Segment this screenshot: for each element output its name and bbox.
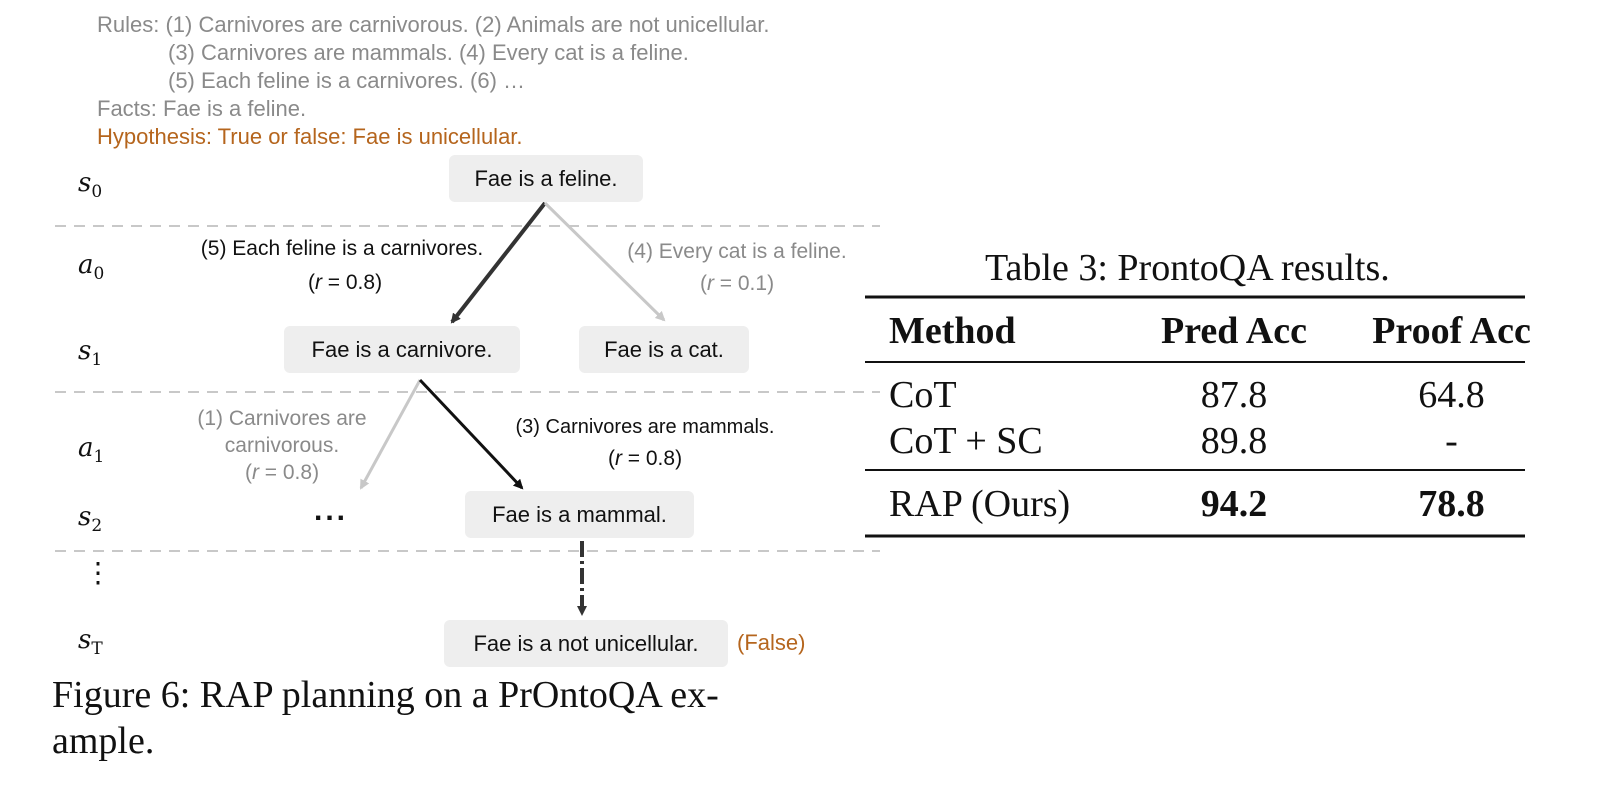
figure-caption: Figure 6: RAP planning on a PrOntoQA ex-… bbox=[52, 674, 719, 762]
cell-method: CoT bbox=[889, 374, 957, 416]
final-result-label: (False) bbox=[737, 630, 806, 655]
action-a1-rejected: (1) Carnivores are carnivorous. (r = 0.8… bbox=[197, 407, 367, 484]
row-label-a0: a0 bbox=[78, 250, 105, 285]
node-sT-final: Fae is a not unicellular. bbox=[444, 620, 728, 667]
row-label-a1: a1 bbox=[78, 433, 105, 468]
header-pred-acc: Pred Acc bbox=[1161, 310, 1307, 352]
cell-pred-acc: 89.8 bbox=[1200, 420, 1268, 462]
row-label-vdots: ⋮ bbox=[84, 556, 112, 589]
edge-s0-to-carnivore bbox=[450, 201, 547, 324]
rules-line-3: (5) Each feline is a carnivores. (6) … bbox=[168, 68, 526, 93]
action-a0-chosen: (5) Each feline is a carnivores. (r = 0.… bbox=[200, 237, 484, 294]
cell-method: RAP (Ours) bbox=[889, 483, 1071, 525]
row-label-s1: s1 bbox=[78, 336, 103, 371]
header-proof-acc: Proof Acc bbox=[1372, 310, 1531, 352]
table-header-row: Method Pred Acc Proof Acc bbox=[865, 298, 1564, 364]
header-method: Method bbox=[889, 310, 1016, 352]
node-s2-ellipsis: ... bbox=[314, 494, 349, 527]
rules-line-2: (3) Carnivores are mammals. (4) Every ca… bbox=[168, 40, 689, 65]
row-label-s0: s0 bbox=[78, 168, 103, 203]
cell-proof-acc: 64.8 bbox=[1418, 374, 1485, 416]
cell-pred-acc: 87.8 bbox=[1200, 374, 1268, 416]
cell-pred-acc: 94.2 bbox=[1200, 483, 1268, 525]
table-caption: Table 3: ProntoQA results. bbox=[985, 247, 1390, 289]
rules-line-1: Rules: (1) Carnivores are carnivorous. (… bbox=[97, 12, 770, 37]
node-s1-cat: Fae is a cat. bbox=[579, 326, 749, 373]
node-s2-mammal: Fae is a mammal. bbox=[465, 491, 694, 538]
edge-carnivore-to-ellipsis bbox=[359, 379, 422, 490]
cell-proof-acc: - bbox=[1445, 420, 1458, 462]
row-label-sT: sT bbox=[78, 625, 103, 660]
row-label-s2: s2 bbox=[78, 502, 103, 537]
table-row: CoT + SC 89.8 - bbox=[865, 418, 1564, 472]
cell-proof-acc: 78.8 bbox=[1418, 483, 1485, 525]
edge-s0-to-cat bbox=[543, 201, 666, 322]
action-a1-chosen: (3) Carnivores are mammals. (r = 0.8) bbox=[515, 416, 775, 470]
facts-line: Facts: Fae is a feline. bbox=[97, 96, 307, 121]
node-s1-carnivore: Fae is a carnivore. bbox=[284, 326, 520, 373]
results-table: Method Pred Acc Proof Acc CoT 87.8 64.8 … bbox=[865, 298, 1564, 536]
hypothesis-line: Hypothesis: True or false: Fae is unicel… bbox=[97, 124, 523, 149]
node-s0: Fae is a feline. bbox=[449, 155, 643, 202]
table-row: RAP (Ours) 94.2 78.8 bbox=[865, 472, 1564, 536]
edge-carnivore-to-mammal bbox=[418, 378, 524, 490]
table-row: CoT 87.8 64.8 bbox=[865, 364, 1564, 418]
cell-method: CoT + SC bbox=[889, 420, 1043, 462]
action-a0-rejected: (4) Every cat is a feline. (r = 0.1) bbox=[627, 240, 847, 295]
